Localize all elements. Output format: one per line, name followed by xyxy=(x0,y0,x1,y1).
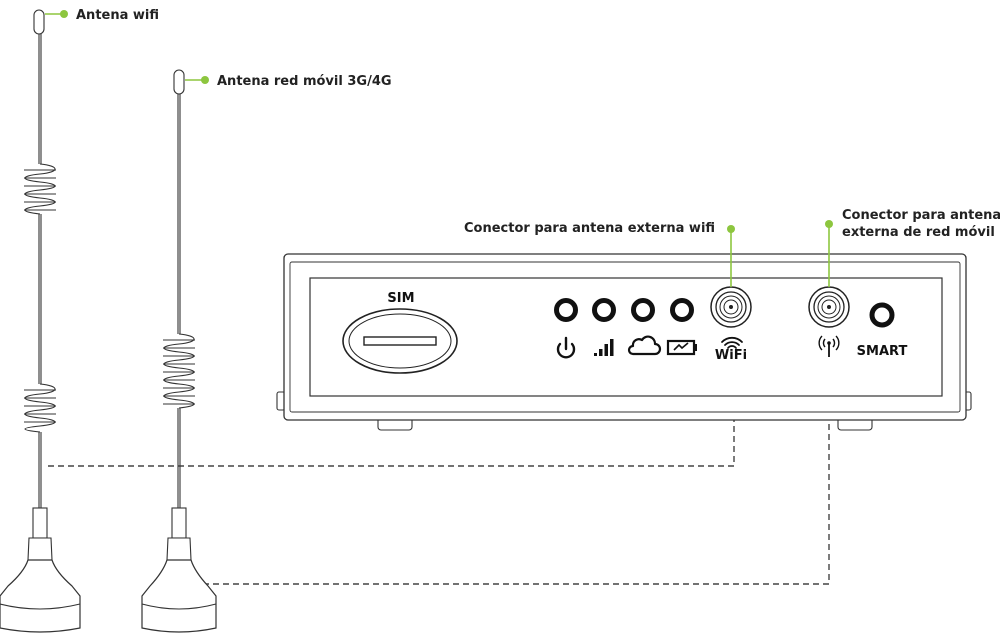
mobile-connection-dashed-line xyxy=(203,360,830,585)
sim-label: SIM xyxy=(387,291,414,306)
led-indicators xyxy=(554,298,694,322)
callout-wifi-antenna: Antena wifi xyxy=(45,8,159,23)
cloud-led xyxy=(631,298,655,322)
battery-icon xyxy=(666,339,697,356)
wifi-antenna xyxy=(0,9,81,633)
label-mobile-antenna: Antena red móvil 3G/4G xyxy=(217,74,392,89)
router-device: SIM xyxy=(276,253,972,431)
wifi-antenna-coil-bottom xyxy=(24,383,56,433)
wifi-text: WiFi xyxy=(715,348,747,363)
callout-mobile-antenna: Antena red móvil 3G/4G xyxy=(185,74,392,89)
label-wifi-connector: Conector para antena externa wifi xyxy=(464,221,715,236)
mobile-antenna-coil xyxy=(163,333,195,409)
label-wifi-antenna: Antena wifi xyxy=(76,8,159,23)
signal-led xyxy=(592,298,616,322)
antenna-signal-icon xyxy=(818,335,840,357)
wifi-antenna-magnetic-base xyxy=(0,507,81,633)
power-led xyxy=(554,298,578,322)
mobile-antenna xyxy=(141,69,217,633)
sim-slot[interactable] xyxy=(342,308,458,374)
battery-led xyxy=(670,298,694,322)
callout-wifi-connector: Conector para antena externa wifi xyxy=(464,221,735,287)
mobile-antenna-tip xyxy=(173,69,185,95)
signal-bars-icon xyxy=(594,339,614,356)
wifi-antenna-coil-top xyxy=(24,163,56,215)
smart-label: SMART xyxy=(857,344,908,359)
wifi-icon xyxy=(721,336,743,349)
label-mobile-connector-line2: externa de red móvil xyxy=(842,225,995,240)
wifi-antenna-tip xyxy=(33,9,45,35)
mobile-antenna-magnetic-base xyxy=(141,507,217,633)
cloud-icon xyxy=(627,335,662,356)
power-icon xyxy=(556,336,576,359)
smart-button[interactable] xyxy=(869,302,895,328)
callout-mobile-connector: Conector para antena externa de red móvi… xyxy=(825,208,1000,287)
mobile-antenna-connector[interactable] xyxy=(808,286,850,328)
wifi-antenna-connector[interactable] xyxy=(710,286,752,328)
label-mobile-connector-line1: Conector para antena xyxy=(842,208,1000,223)
